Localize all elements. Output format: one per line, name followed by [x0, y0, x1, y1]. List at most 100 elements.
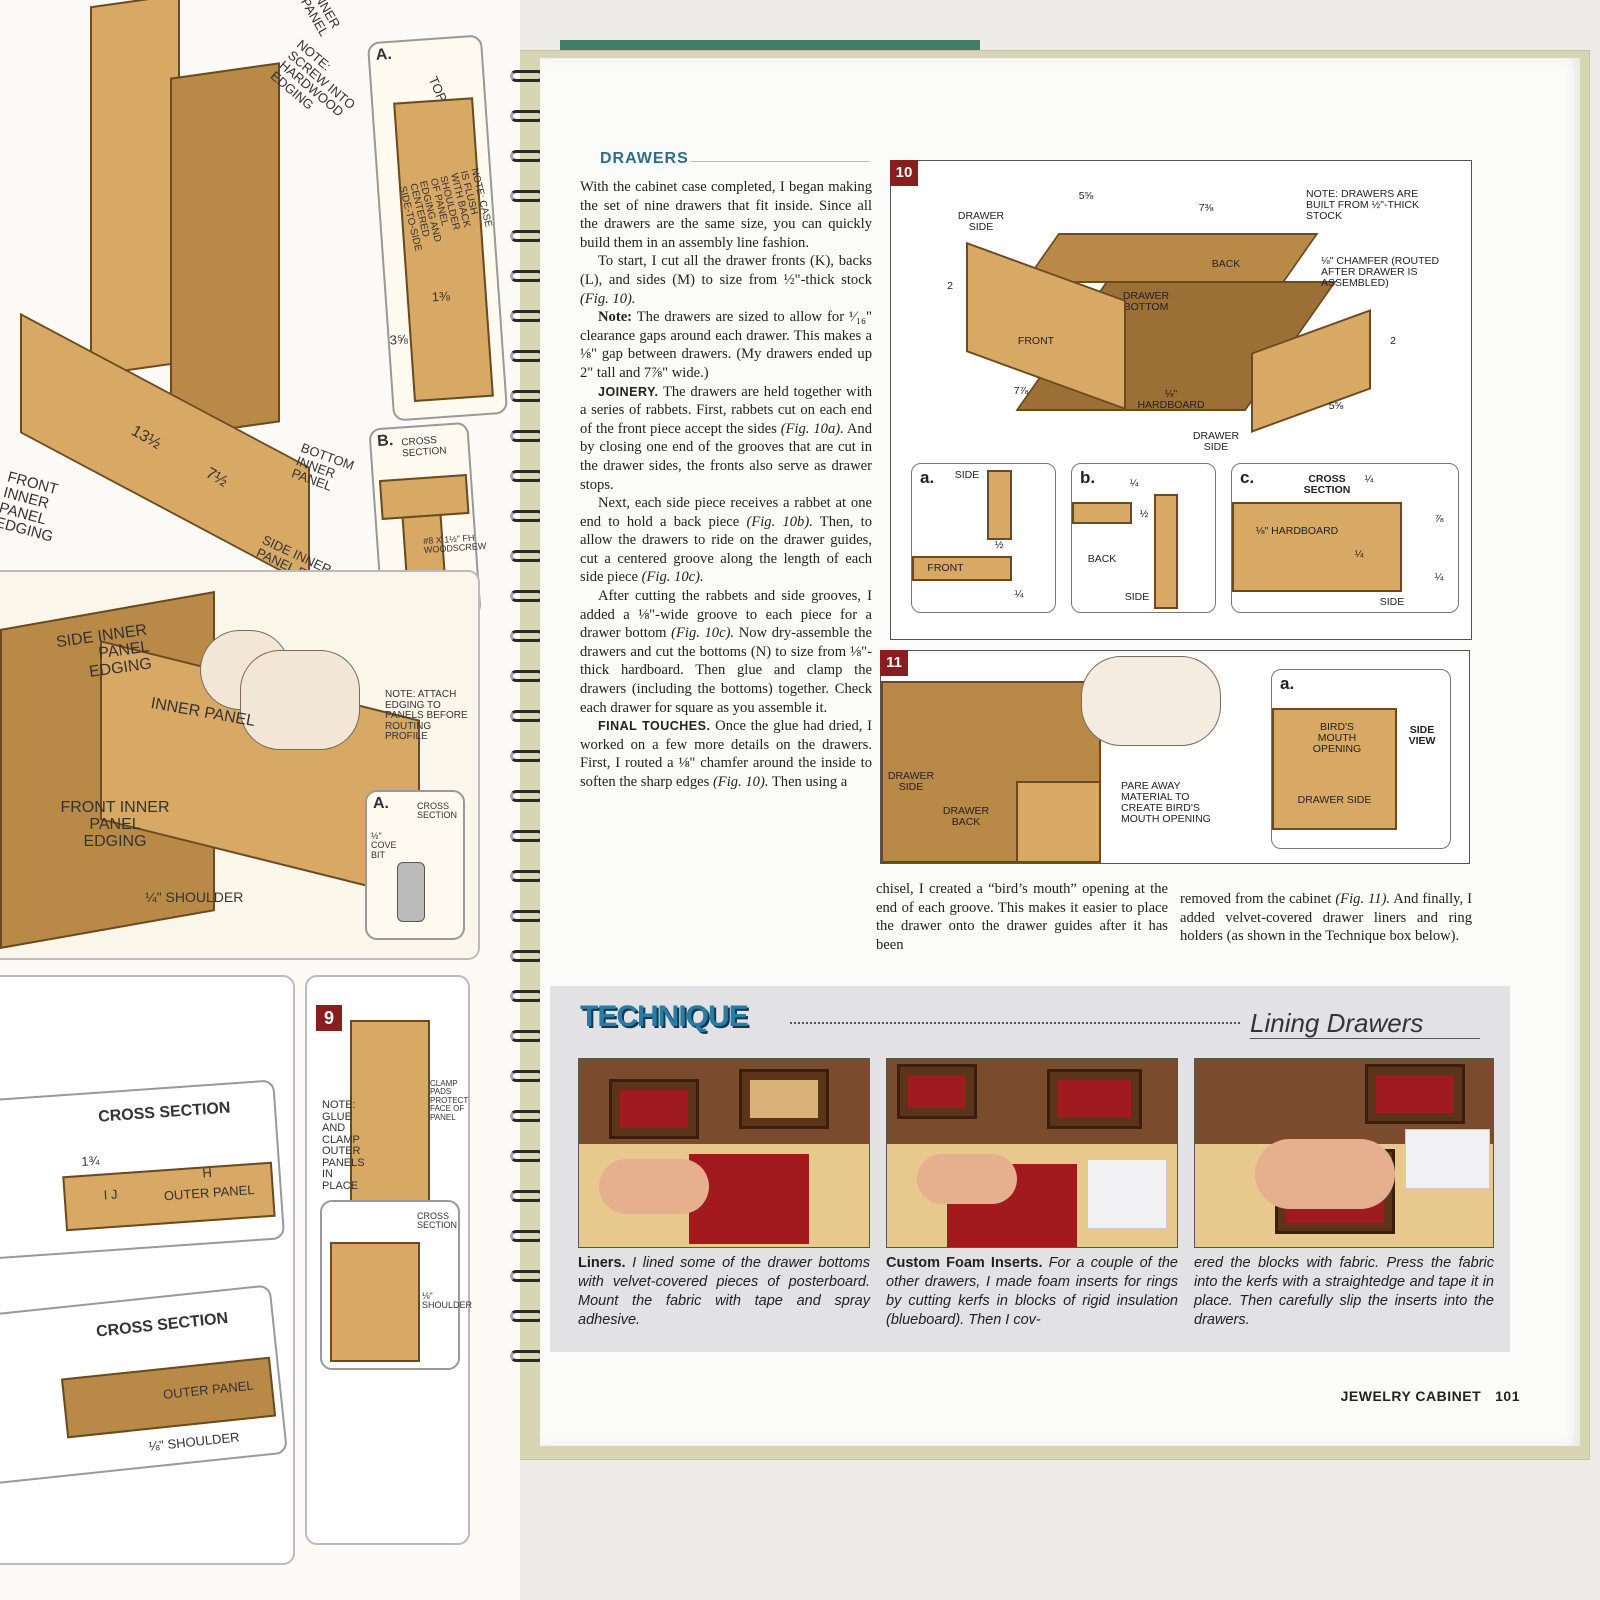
fig11-chisel-hand: [1081, 656, 1221, 746]
foam-block: [1405, 1129, 1490, 1189]
hand-photo: [1255, 1139, 1395, 1209]
callout-a2-letter: a.: [373, 795, 389, 812]
cross-section-4-label: CROSS SECTION: [95, 1309, 229, 1341]
right-page: DRAWERS With the cabinet case completed,…: [540, 58, 1580, 1446]
dim-5-5-8: 5⅝: [1078, 190, 1094, 202]
cross-section-3-label: CROSS SECTION: [97, 1099, 231, 1126]
coil: [510, 190, 544, 202]
paragraph-text: Now dry-assemble the drawers and cut the…: [580, 625, 872, 716]
top-view-callout: a. TOP VIEW NOTE: CASE IS FLUSH WITH BAC…: [366, 34, 509, 422]
drawer-liner: [1376, 1075, 1454, 1113]
page-number: 101: [1495, 1388, 1520, 1404]
run-in-heading: JOINERY.: [598, 384, 659, 399]
paragraph-text: And by closing one end of the grooves th…: [580, 420, 873, 493]
letters-ij: I J: [103, 1186, 118, 1203]
paragraph: To start, I cut all the drawer fronts (K…: [580, 252, 872, 308]
hand-photo: [599, 1159, 709, 1214]
coil: [510, 430, 544, 442]
body-column-2: chisel, I created a “bird’s mouth” openi…: [876, 880, 1168, 954]
technique-subtitle: Lining Drawers: [1250, 1008, 1424, 1038]
coil: [510, 670, 544, 682]
foam-block: [1087, 1159, 1167, 1229]
paragraph: JOINERY. The drawers are held together w…: [580, 383, 872, 495]
caption-liners: Liners. I lined some of the drawer botto…: [578, 1254, 870, 1330]
caption-lead: Custom Foam Inserts.: [886, 1255, 1043, 1271]
caption-text: I lined some of the drawer bottoms with …: [578, 1255, 870, 1328]
paragraph: With the cabinet case completed, I began…: [580, 178, 872, 252]
coil: [510, 870, 544, 882]
cross-section-3-callout: CROSS SECTION 1¾ I J OUTER PANEL H: [0, 1079, 286, 1261]
drawer-photo: [609, 1079, 699, 1139]
dim-3-5-8: 3⅝: [389, 331, 409, 348]
router-bit-icon: [397, 862, 425, 922]
drawer-liner: [1058, 1080, 1131, 1118]
cove-bit-callout: a. CROSS SECTION ½" COVE BIT: [365, 790, 465, 940]
detail-b-back-drawing: [1072, 502, 1132, 524]
coil: [510, 630, 544, 642]
fig9-callout-drawing: [330, 1242, 420, 1362]
coil: [510, 510, 544, 522]
detail-a-front-label: FRONT: [927, 562, 964, 574]
callout-a-letter: a.: [375, 45, 393, 64]
shoulder-label: ¼" SHOULDER: [145, 889, 244, 905]
paragraph-text: And finally, I added velvet-covered draw…: [1180, 891, 1473, 945]
fig10-detail-b: b. ¼ ½ BACK SIDE: [1071, 463, 1216, 613]
cross-section-b-label: CROSS SECTION: [401, 434, 447, 459]
run-in-heading: FINAL TOUCHES.: [598, 719, 711, 734]
fig11-pare-label: PARE AWAY MATERIAL TO CREATE BIRD'S MOUT…: [1121, 780, 1211, 825]
inner-panel-label: INNER PANEL: [298, 0, 344, 39]
drawer-side-label-2: DRAWER SIDE: [1192, 430, 1240, 453]
paragraph-text: The drawers are sized to allow for ¹⁄₁₆"…: [580, 309, 872, 381]
dim-1-3-4: 1¾: [80, 1152, 100, 1170]
coil: [510, 350, 544, 362]
detail-b-half: ½: [1139, 508, 1149, 520]
detail-b-letter: b.: [1080, 468, 1096, 487]
front-label: FRONT: [1017, 335, 1055, 347]
fig11-drawer-side-drawing: [1016, 781, 1101, 863]
top-view-drawing: [393, 97, 494, 403]
coil: [510, 1030, 544, 1042]
detail-c-drawing: [1232, 502, 1402, 592]
front-inner-panel-edging-label-2: FRONT INNER PANEL EDGING: [60, 799, 170, 850]
fig10-detail-c: c. CROSS SECTION ¼ ⅞ ⅛" HARDBOARD ¼ ¼ SI…: [1231, 463, 1459, 613]
paragraph-text: After cutting the rabbets and side groov…: [580, 588, 872, 642]
coil: [510, 1110, 544, 1122]
fig10-detail-a: a. SIDE ½ FRONT ¼: [911, 463, 1056, 613]
paragraph: FINAL TOUCHES. Once the glue had dried, …: [580, 717, 872, 791]
paragraph: Next, each side piece receives a rabbet …: [580, 494, 872, 587]
drawer-bottom-label: DRAWER BOTTOM: [1122, 290, 1170, 313]
letter-h: H: [201, 1164, 213, 1181]
drawer-back-drawing: [1023, 233, 1319, 283]
detail-a-letter: a.: [920, 468, 935, 487]
dim-1-3-8: 1⅜: [431, 288, 451, 305]
figure-ref: (Fig. 10).: [580, 290, 636, 307]
cross-section-5-label: CROSS SECTION: [417, 1211, 458, 1231]
technique-title: TECHNIQUE: [580, 1000, 749, 1033]
coil: [510, 1070, 544, 1082]
drawer-photo: [1365, 1064, 1465, 1124]
hardboard-label: ⅛" HARDBOARD: [1137, 388, 1205, 411]
detail-c-hardboard: ⅛" HARDBOARD: [1255, 525, 1339, 537]
figure-ref: (Fig. 10a).: [780, 420, 844, 437]
caption-lead: Liners.: [578, 1255, 626, 1271]
paragraph-text: To start, I cut all the drawer fronts (K…: [580, 253, 872, 288]
drawer-liner: [750, 1080, 818, 1118]
paragraph-text: chisel, I created a “bird’s mouth” openi…: [876, 881, 1168, 953]
coil: [510, 310, 544, 322]
callout-b-letter: b.: [376, 432, 394, 451]
photo-fabric-kerfs: [1194, 1058, 1494, 1248]
coil: [510, 910, 544, 922]
figure-ref: (Fig. 11).: [1335, 891, 1391, 907]
coil: [510, 790, 544, 802]
detail-c-quarter-3: ¼: [1434, 571, 1444, 583]
coil: [510, 950, 544, 962]
coil: [510, 1190, 544, 1202]
paragraph-text: Once the glue had dried, I worked on a f…: [580, 718, 872, 790]
note-lead: Note:: [598, 309, 633, 326]
caption-text: ered the blocks with fabric. Press the f…: [1194, 1255, 1494, 1328]
drawer-liner: [620, 1090, 688, 1128]
cove-bit-label: ½" COVE BIT: [371, 831, 397, 860]
shoulder-3-label: ⅛" SHOULDER: [422, 1291, 473, 1311]
coil: [510, 70, 544, 82]
note-screw-label: NOTE: SCREW INTO HARDWOOD EDGING: [267, 36, 359, 120]
